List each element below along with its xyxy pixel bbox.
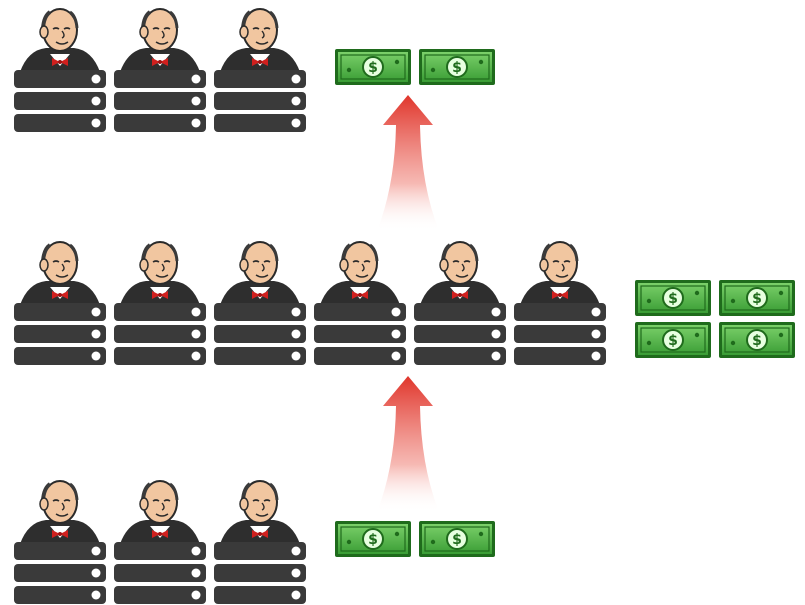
jenkins-butler-server-icon xyxy=(14,2,106,132)
dollar-bill-icon xyxy=(334,48,412,86)
jenkins-butler-server-icon xyxy=(414,235,506,365)
jenkins-butler-server-icon xyxy=(214,2,306,132)
dollar-bill-icon xyxy=(718,279,796,317)
jenkins-butler-server-icon xyxy=(114,474,206,604)
upward-arrow-icon xyxy=(373,95,443,231)
jenkins-butler-server-icon xyxy=(214,474,306,604)
jenkins-butler-server-icon xyxy=(314,235,406,365)
jenkins-butler-server-icon xyxy=(114,2,206,132)
jenkins-butler-server-icon xyxy=(214,235,306,365)
dollar-bill-icon xyxy=(634,321,712,359)
jenkins-butler-server-icon xyxy=(14,235,106,365)
dollar-bill-icon xyxy=(718,321,796,359)
jenkins-butler-server-icon xyxy=(114,235,206,365)
jenkins-butler-server-icon xyxy=(514,235,606,365)
jenkins-butler-server-icon xyxy=(14,474,106,604)
dollar-bill-icon xyxy=(634,279,712,317)
dollar-bill-icon xyxy=(418,48,496,86)
dollar-bill-icon xyxy=(334,520,412,558)
upward-arrow-icon xyxy=(373,376,443,512)
dollar-bill-icon xyxy=(418,520,496,558)
